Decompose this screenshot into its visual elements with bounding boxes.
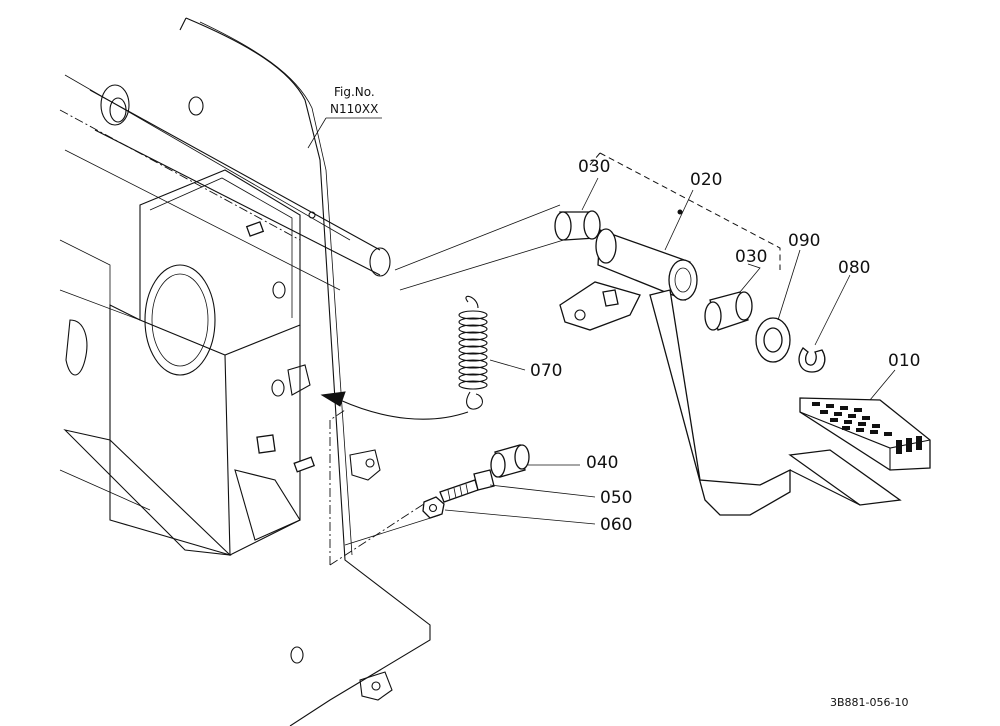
callout-080: 080 — [838, 258, 870, 278]
callout-040: 040 — [586, 453, 618, 473]
fig-number-label: Fig.No. N110XX — [330, 85, 378, 116]
callout-060: 060 — [600, 515, 632, 535]
bolt-050 — [439, 469, 495, 503]
callout-050: 050 — [600, 488, 632, 508]
bush-030-right — [704, 291, 753, 331]
reference-code: 3B881-056-10 — [830, 696, 908, 709]
callout-030-right: 030 — [735, 247, 767, 267]
washer-090 — [755, 317, 791, 363]
chassis-frame — [59, 17, 431, 726]
nut-060 — [422, 496, 445, 519]
pedal-assembly — [554, 152, 931, 516]
callout-070: 070 — [530, 361, 562, 381]
leader-lines — [307, 117, 896, 525]
fig-no-value: N110XX — [330, 102, 378, 116]
callout-020: 020 — [690, 170, 722, 190]
pedal-pad-010 — [799, 397, 931, 471]
callout-010: 010 — [888, 351, 920, 371]
fig-no-label: Fig.No. — [334, 85, 375, 99]
pedal-arm-020 — [559, 228, 791, 516]
callout-090: 090 — [788, 231, 820, 251]
callout-030-left: 030 — [578, 157, 610, 177]
collar-040 — [490, 444, 530, 478]
spring-mount-arrow — [320, 391, 469, 420]
bush-030-left — [554, 210, 601, 241]
snap-ring-080 — [798, 347, 826, 373]
spring-070 — [458, 295, 488, 410]
phantom-lines — [329, 204, 581, 566]
